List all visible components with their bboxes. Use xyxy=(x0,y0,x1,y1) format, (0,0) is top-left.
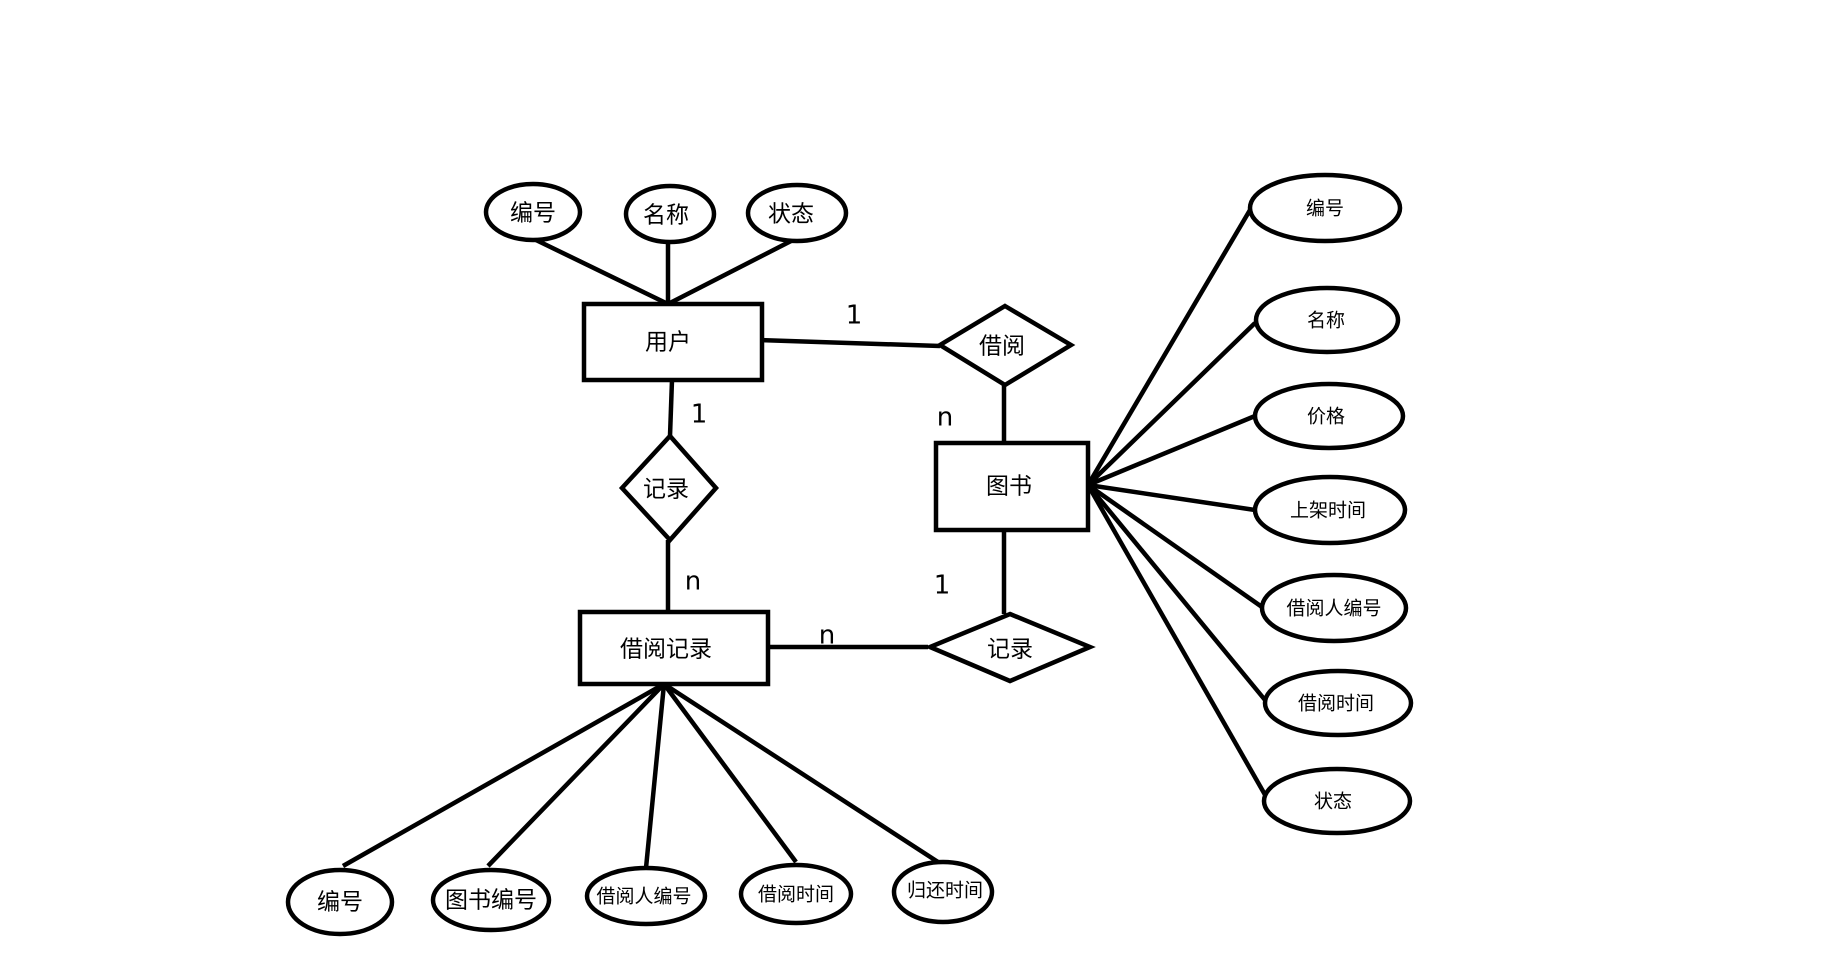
record-attr-id: 编号 xyxy=(285,867,395,937)
edge-book-attr-1 xyxy=(1086,208,1252,487)
book-attr-borrow-time: 借阅时间 xyxy=(1262,668,1414,738)
user-attributes: 编号 名称 状态 xyxy=(483,181,849,245)
edge-book-attr-4 xyxy=(1087,482,1256,513)
connectors xyxy=(341,208,1270,869)
edge-user-borrow xyxy=(759,337,941,349)
entity-borrow-record: 借阅记录 xyxy=(577,609,771,687)
record-attr-borrow-time: 借阅时间 xyxy=(738,862,854,926)
user-attr-id: 编号 xyxy=(483,181,583,243)
edge-book-attr-6 xyxy=(1086,483,1267,702)
edge-record-attr-2 xyxy=(486,682,666,868)
entity-borrow-record-label: 借阅记录 xyxy=(620,637,712,663)
card-book-record: 1 xyxy=(934,571,951,601)
card-record-borrowrecord: n xyxy=(685,567,701,597)
svg-text:状态: 状态 xyxy=(1314,791,1352,813)
svg-text:名称: 名称 xyxy=(1307,310,1345,332)
svg-text:借阅人编号: 借阅人编号 xyxy=(596,886,691,908)
book-attr-shelf-time: 上架时间 xyxy=(1252,474,1408,546)
card-borrow-book: n xyxy=(937,403,953,433)
card-user-record: 1 xyxy=(691,400,708,430)
card-user-borrow: 1 xyxy=(846,301,863,331)
record-attr-book-id: 图书编号 xyxy=(430,867,552,933)
entity-user-label: 用户 xyxy=(645,330,691,356)
edge-record-attr-4 xyxy=(662,682,798,864)
svg-text:编号: 编号 xyxy=(510,201,556,227)
user-attr-status: 状态 xyxy=(745,182,849,244)
user-attr-name: 名称 xyxy=(623,183,717,245)
book-attr-id: 编号 xyxy=(1247,172,1403,244)
svg-text:借阅时间: 借阅时间 xyxy=(758,884,834,906)
edge-user-attr-status xyxy=(666,237,795,307)
entity-book-label: 图书 xyxy=(986,474,1032,500)
relationship-record-user-label: 记录 xyxy=(643,477,689,503)
book-attributes: 编号 名称 价格 上架时间 借阅人编号 借阅时间 状态 xyxy=(1247,172,1414,836)
book-attr-name: 名称 xyxy=(1253,285,1401,355)
svg-text:归还时间: 归还时间 xyxy=(907,880,983,902)
record-attributes: 编号 图书编号 借阅人编号 借阅时间 归还时间 xyxy=(285,859,995,937)
edge-record-attr-5 xyxy=(662,682,940,864)
relationship-record-book: 记录 xyxy=(924,611,1096,684)
card-record-borrowrecord-right: n xyxy=(819,621,835,651)
edge-book-attr-7 xyxy=(1086,483,1270,802)
relationship-borrow: 借阅 xyxy=(935,303,1076,388)
cardinalities: 1 n 1 n 1 n xyxy=(685,301,953,651)
svg-text:名称: 名称 xyxy=(643,203,689,229)
edge-record-attr-1 xyxy=(341,682,666,868)
edge-user-record xyxy=(667,379,675,437)
entity-user: 用户 xyxy=(581,301,765,383)
book-attr-status: 状态 xyxy=(1261,766,1413,836)
relationship-record-user: 记录 xyxy=(618,432,720,544)
book-attr-price: 价格 xyxy=(1252,381,1406,451)
edge-book-attr-2 xyxy=(1086,321,1257,487)
edge-book-attr-3 xyxy=(1087,413,1256,488)
svg-text:借阅人编号: 借阅人编号 xyxy=(1286,598,1381,620)
edge-record-attr-3 xyxy=(643,683,667,869)
svg-text:编号: 编号 xyxy=(1306,198,1344,220)
svg-text:编号: 编号 xyxy=(317,890,363,916)
relationship-record-book-label: 记录 xyxy=(987,637,1033,663)
edge-user-attr-id xyxy=(535,237,669,307)
svg-text:借阅时间: 借阅时间 xyxy=(1298,693,1374,715)
svg-text:上架时间: 上架时间 xyxy=(1290,500,1366,522)
relationship-borrow-label: 借阅 xyxy=(979,334,1025,360)
record-attr-return-time: 归还时间 xyxy=(891,859,995,925)
svg-text:状态: 状态 xyxy=(768,202,814,228)
edge-book-attr-5 xyxy=(1086,483,1264,609)
book-attr-borrower-id: 借阅人编号 xyxy=(1259,572,1409,644)
entity-book: 图书 xyxy=(933,440,1091,533)
svg-text:价格: 价格 xyxy=(1307,406,1345,428)
svg-text:图书编号: 图书编号 xyxy=(445,888,537,914)
record-attr-borrower-id: 借阅人编号 xyxy=(584,865,708,927)
